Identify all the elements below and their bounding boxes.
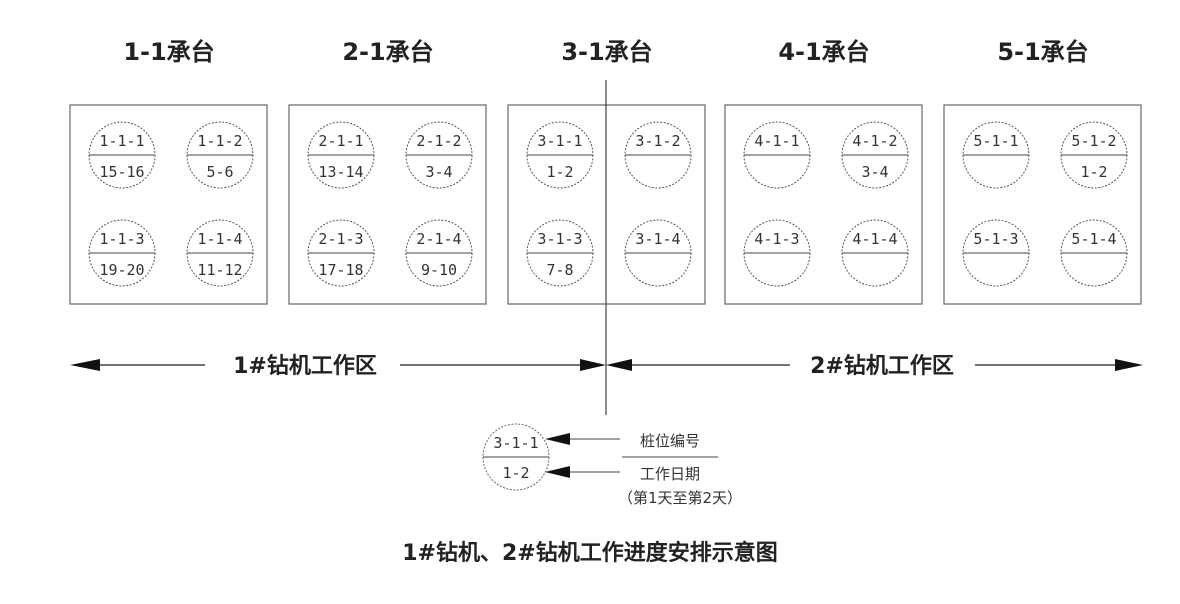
pile-id: 4-1-2 [852,132,897,150]
pile-cap-title: 5-1承台 [997,38,1088,66]
pile-id: 4-1-3 [754,230,799,248]
pile: 2-1-2 3-4 [405,121,473,189]
pile-id: 4-1-1 [754,132,799,150]
pile-cap: 5-1承台 5-1-1 5-1-2 1-2 5-1-3 5-1-4 [943,38,1142,305]
pile-id: 1-1-2 [197,132,242,150]
arrow-left-icon [545,433,570,445]
pile: 1-1-2 5-6 [186,121,254,189]
arrow-right-icon [1115,359,1143,371]
pile-cap-box [69,104,268,305]
legend-pile-days: 1-2 [502,464,529,482]
legend-days-note: （第1天至第2天） [618,489,742,507]
pile: 1-1-3 19-20 [88,219,156,287]
pile: 3-1-4 [624,219,692,287]
pile: 4-1-1 [743,121,811,189]
pile-days: 13-14 [318,163,363,181]
pile-cap: 3-1承台 3-1-1 1-2 3-1-2 3-1-3 7-8 3-1-4 [507,38,706,305]
pile-days: 3-4 [861,163,888,181]
pile: 3-1-2 [624,121,692,189]
legend-pile-id: 3-1-1 [493,434,538,452]
pile-days: 15-16 [99,163,144,181]
pile-id: 2-1-3 [318,230,363,248]
pile-id: 3-1-4 [635,230,680,248]
arrow-right-icon [580,359,606,371]
pile-days: 9-10 [421,261,457,279]
pile: 4-1-2 3-4 [841,121,909,189]
pile-cap: 1-1承台 1-1-1 15-16 1-1-2 5-6 1-1-3 19-20 1-1-4 11… [69,38,268,305]
pile-id: 3-1-1 [537,132,582,150]
arrow-left-icon [606,359,632,371]
zone-label-left: 1#钻机工作区 [233,353,377,379]
arrow-left-icon [545,466,570,478]
zone-label-right: 2#钻机工作区 [810,353,954,379]
pile-id: 3-1-2 [635,132,680,150]
pile: 4-1-3 [743,219,811,287]
pile: 3-1-1 1-2 [526,121,594,189]
legend: 3-1-1 1-2 桩位编号 工作日期 （第1天至第2天） [482,423,742,507]
pile-days: 1-2 [546,163,573,181]
pile-days: 11-12 [197,261,242,279]
pile-days: 3-4 [425,163,452,181]
arrow-left-icon [70,359,100,371]
pile-cap-box [288,104,487,305]
pile-id: 5-1-3 [973,230,1018,248]
pile-id: 2-1-1 [318,132,363,150]
pile-cap-title: 2-1承台 [342,38,433,66]
diagram-caption: 1#钻机、2#钻机工作进度安排示意图 [402,540,777,566]
pile-days: 17-18 [318,261,363,279]
pile: 2-1-1 13-14 [307,121,375,189]
pile: 1-1-1 15-16 [88,121,156,189]
pile-id: 1-1-4 [197,230,242,248]
pile-days: 1-2 [1080,163,1107,181]
pile: 5-1-2 1-2 [1060,121,1128,189]
pile-cap-title: 4-1承台 [778,38,869,66]
pile-cap-title: 3-1承台 [561,38,652,66]
pile-id: 4-1-4 [852,230,897,248]
pile: 1-1-4 11-12 [186,219,254,287]
pile-days: 7-8 [546,261,573,279]
pile-cap: 2-1承台 2-1-1 13-14 2-1-2 3-4 2-1-3 17-18 2-1-4 9-… [288,38,487,305]
pile-cap-box [724,104,923,305]
pile-id: 5-1-4 [1071,230,1116,248]
pile-id: 1-1-1 [99,132,144,150]
pile: 5-1-1 [962,121,1030,189]
pile-id: 2-1-2 [416,132,461,150]
pile: 5-1-3 [962,219,1030,287]
legend-id-label: 桩位编号 [640,432,700,450]
pile-id: 2-1-4 [416,230,461,248]
pile: 3-1-3 7-8 [526,219,594,287]
pile-id: 3-1-3 [537,230,582,248]
pile-id: 5-1-2 [1071,132,1116,150]
pile-id: 5-1-1 [973,132,1018,150]
pile-cap: 4-1承台 4-1-1 4-1-2 3-4 4-1-3 4-1-4 [724,38,923,305]
pile: 2-1-3 17-18 [307,219,375,287]
pile-days: 5-6 [206,163,233,181]
pile-cap-title: 1-1承台 [123,38,214,66]
pile: 4-1-4 [841,219,909,287]
pile-cap-box [943,104,1142,305]
pile-id: 1-1-3 [99,230,144,248]
pile-days: 19-20 [99,261,144,279]
pile: 5-1-4 [1060,219,1128,287]
pile: 2-1-4 9-10 [405,219,473,287]
legend-days-label: 工作日期 [640,465,700,483]
